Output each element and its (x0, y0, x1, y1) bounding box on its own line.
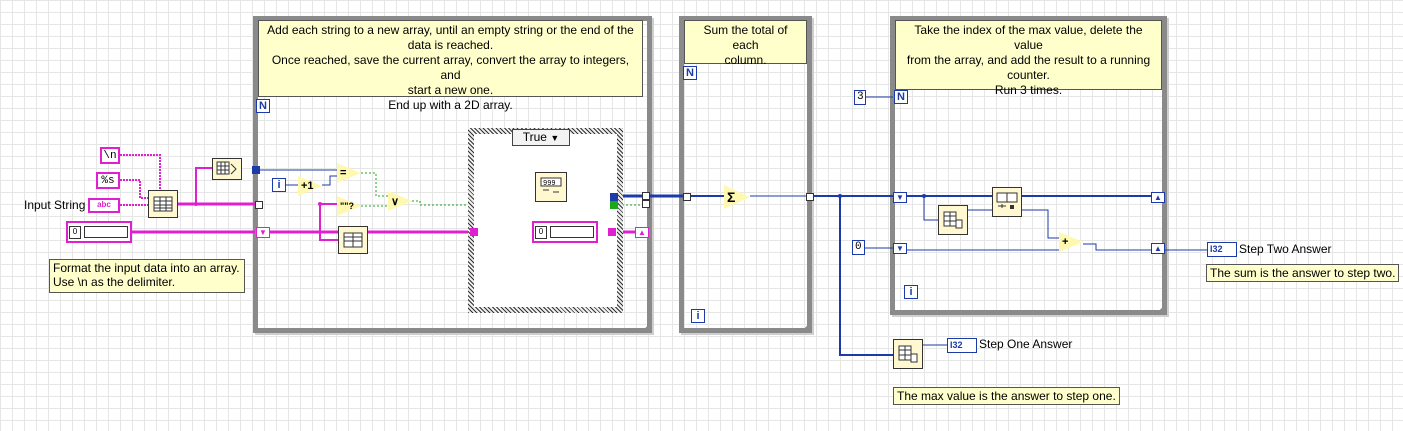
convert-icon: 999 (540, 177, 562, 193)
decimal-string-to-number-node[interactable]: 999 (535, 172, 567, 202)
comment-line: Sum the total of each (703, 23, 788, 52)
loop-count-constant[interactable]: 3 (854, 90, 866, 105)
comment-line: counter. (1007, 68, 1050, 82)
array-max-min-node-outer[interactable] (893, 339, 923, 369)
build-array-icon (343, 232, 363, 248)
shift-register-right[interactable]: ▲ (1151, 192, 1165, 203)
comment-line: Take the index of the max value, delete … (914, 23, 1143, 52)
wire (839, 196, 893, 356)
comment-line: start a new one. (407, 83, 494, 97)
transpose-icon (216, 161, 237, 175)
comment-build-array: Add each string to a new array, until an… (258, 20, 643, 112)
iteration-terminal[interactable]: i (691, 309, 705, 323)
svg-text:999: 999 (543, 180, 556, 188)
tunnel[interactable] (806, 193, 814, 201)
for-loop-max-three[interactable] (890, 16, 1167, 315)
int-type-badge: I32 (950, 340, 963, 350)
max-min-icon (898, 345, 918, 363)
tunnel[interactable] (610, 193, 618, 201)
input-string-control[interactable]: abc (88, 198, 120, 213)
delete-icon (943, 211, 963, 229)
step-two-indicator[interactable]: I32 (1207, 242, 1237, 257)
loop-count-terminal[interactable]: N (683, 66, 697, 80)
array-max-min-node[interactable] (992, 187, 1022, 217)
tunnel[interactable] (255, 201, 263, 209)
note-step-one: The max value is the answer to step one. (893, 387, 1120, 405)
tunnel[interactable] (683, 193, 691, 201)
step-one-indicator[interactable]: I32 (947, 338, 977, 353)
newline-constant[interactable]: \n (100, 147, 120, 164)
comment-line: Run 3 times. (994, 83, 1063, 97)
delete-from-array-node[interactable] (938, 205, 968, 235)
int-type-badge: I32 (1210, 244, 1223, 254)
comment-line: Once reached, save the current array, co… (271, 53, 630, 82)
format-spec-constant[interactable]: %s (96, 172, 120, 189)
empty-array-constant[interactable]: 0 (66, 221, 132, 243)
note-format-input: Format the input data into an array. Use… (49, 259, 245, 293)
shift-register-left[interactable]: ▼ (256, 227, 270, 238)
step-two-answer-label: Step Two Answer (1239, 242, 1332, 256)
iteration-terminal[interactable]: i (904, 285, 918, 299)
tunnel[interactable] (608, 228, 616, 236)
case-selector-value: True (522, 130, 547, 144)
tunnel[interactable] (642, 192, 650, 200)
counter-init-constant[interactable]: 0 (852, 240, 865, 255)
build-array-node[interactable] (338, 226, 368, 254)
loop-count-terminal[interactable]: N (894, 90, 908, 104)
case-selector[interactable]: True ▼ (512, 129, 570, 146)
comment-sum-columns: Sum the total of each column. (684, 20, 807, 67)
iteration-terminal[interactable]: i (272, 178, 286, 192)
spreadsheet-icon (153, 196, 173, 212)
comment-line: data is reached. (407, 38, 494, 52)
wire (120, 179, 148, 199)
array-element (550, 226, 594, 238)
shift-register-left[interactable]: ▼ (893, 243, 907, 254)
junction (838, 194, 842, 198)
tunnel[interactable] (470, 228, 478, 236)
tunnel[interactable] (642, 200, 650, 208)
shift-register-right[interactable]: ▲ (635, 227, 649, 238)
wire (120, 154, 161, 190)
spreadsheet-string-to-array-node[interactable] (148, 190, 178, 218)
chevron-down-icon: ▼ (550, 133, 560, 143)
array-index: 0 (535, 225, 547, 239)
comment-line: from the array, and add the result to a … (906, 53, 1151, 67)
shift-register-right[interactable]: ▲ (1151, 243, 1165, 254)
note-step-two: The sum is the answer to step two. (1206, 264, 1400, 282)
for-loop-sum-columns[interactable] (679, 16, 812, 333)
array-element (84, 226, 128, 238)
comment-line: Add each string to a new array, until an… (267, 23, 634, 37)
loop-count-terminal[interactable]: N (256, 99, 270, 113)
transpose-array-node[interactable] (212, 158, 242, 180)
tunnel[interactable] (610, 201, 618, 209)
comment-line: column. (724, 53, 767, 67)
junction (194, 202, 198, 206)
shift-register-left[interactable]: ▼ (893, 192, 907, 203)
step-one-answer-label: Step One Answer (979, 337, 1073, 351)
comment-line: End up with a 2D array. (388, 98, 513, 112)
comment-max-three: Take the index of the max value, delete … (895, 20, 1162, 97)
for-loop-build-2d-array[interactable] (253, 16, 652, 333)
array-index: 0 (69, 225, 81, 239)
string-type-badge: abc (97, 200, 111, 209)
max-min-icon (996, 192, 1018, 209)
empty-array-constant-inner[interactable]: 0 (532, 221, 598, 243)
input-string-label: Input String (24, 198, 86, 212)
wire (195, 167, 212, 204)
tunnel[interactable] (252, 166, 260, 174)
